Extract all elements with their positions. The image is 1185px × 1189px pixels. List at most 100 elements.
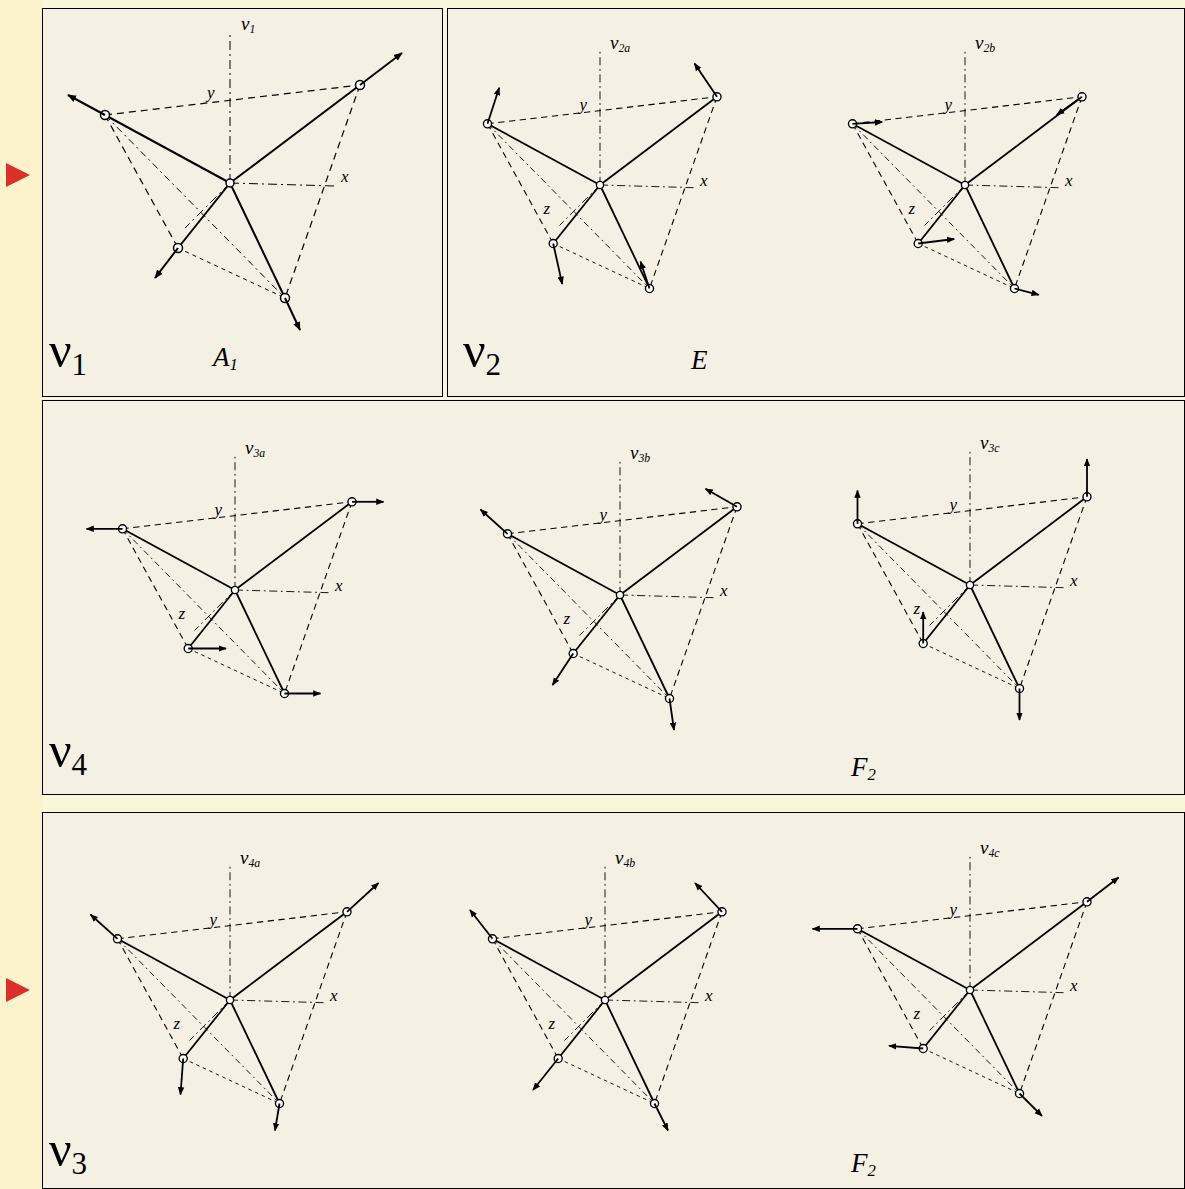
axis-label: y (579, 96, 587, 115)
axis-label: x (1065, 172, 1073, 191)
molecule-a1 (68, 33, 402, 330)
axis-label: y (214, 501, 222, 520)
molecule-e-b-part-part (853, 122, 883, 124)
molecule-e-a (483, 50, 721, 293)
axis-label: z (173, 1015, 180, 1034)
axis-label: y (584, 911, 592, 930)
molecule-f2-c-part-part (1086, 459, 1088, 497)
molecule-f2-c (853, 450, 1091, 720)
molecule-f2-e-part-part (533, 1059, 558, 1091)
molecule-f2-d-part-part (347, 883, 379, 912)
molecule-f2-c-part-part (922, 612, 924, 644)
axis-label: x (720, 582, 728, 601)
symmetry-species: F2 (851, 1149, 876, 1181)
molecule-a1-part-part (68, 95, 105, 115)
vibration-number: ν1 (49, 323, 87, 382)
molecule-f2-a-part-part (86, 528, 122, 530)
pointer-triangle (6, 978, 30, 1002)
molecule-a1-part (68, 53, 402, 330)
axis-label: x (700, 172, 708, 191)
mode-panel: ν2ayzxν2byzxEν2 (447, 8, 1185, 397)
molecule-e-b-part (853, 97, 1083, 295)
molecule-f2-b (481, 460, 742, 730)
mode-label: ν3a (245, 438, 265, 461)
molecule-f2-f (813, 855, 1119, 1116)
molecule-f2-a-part (118, 455, 356, 698)
molecule-f2-e-part-part (655, 1104, 669, 1131)
molecule-f2-f-part (813, 878, 1119, 1117)
molecule-f2-d (90, 865, 378, 1131)
molecule-f2-e (470, 865, 726, 1131)
axis-label: x (1070, 572, 1078, 591)
molecule-f2-d-part-part (275, 1104, 280, 1131)
molecule-a1-part-part (155, 248, 178, 278)
axis-label: x (335, 577, 343, 596)
molecule-f2-a-part (86, 502, 383, 694)
symmetry-species: E (691, 346, 708, 376)
molecule-f2-c-part-part (1019, 689, 1021, 721)
molecule-f2-e-part-part (695, 883, 722, 912)
molecule-f2-f-part-part (1020, 1094, 1043, 1117)
molecule-f2-a-part-part (188, 648, 226, 650)
molecule-f2-f-part-part (889, 1046, 923, 1049)
molecule-f2-e-part (488, 865, 726, 1108)
axis-label: z (563, 610, 570, 629)
axis-label: z (543, 200, 550, 219)
margin-strip (0, 0, 42, 1189)
axis-label: y (207, 84, 215, 103)
molecule-f2-e-part (470, 883, 722, 1131)
axis-label: x (705, 987, 713, 1006)
molecule-f2-b-part-part (553, 654, 574, 686)
pointer-triangle (6, 163, 30, 187)
axis-label: z (548, 1015, 555, 1034)
axis-label: y (209, 911, 217, 930)
molecule-f2-e-part-part (470, 910, 493, 939)
molecule-f2-b-part-part (706, 489, 738, 507)
panel-ground (42, 812, 1185, 1189)
molecule-e-a-part (483, 50, 721, 293)
symmetry-species: F2 (851, 753, 876, 785)
symmetry-species: A1 (213, 343, 238, 375)
axis-label: y (944, 96, 952, 115)
molecule-f2-d-part (113, 865, 351, 1108)
molecule-f2-f-part-part (813, 928, 858, 930)
molecule-f2-c-part-part (857, 491, 859, 524)
axis-label: x (330, 987, 338, 1006)
axis-label: z (908, 200, 915, 219)
axis-label: x (1070, 977, 1078, 996)
molecule-e-a-part-part (641, 262, 650, 289)
molecule-a1-part-part (360, 53, 402, 85)
molecule-f2-b-part (481, 489, 738, 730)
mode-label: ν3c (980, 433, 1000, 456)
mode-panel: ν1yxA1ν1 (42, 8, 443, 397)
molecule-e-b (848, 50, 1086, 295)
molecule-f2-a-part-part (352, 501, 384, 503)
molecule-e-b-part-part (1015, 289, 1039, 295)
vibration-number: ν4 (49, 723, 87, 782)
mode-label: ν1 (241, 14, 255, 37)
axis-label: z (178, 605, 185, 624)
molecule-f2-c-part (853, 450, 1091, 693)
molecule-e-a-part (488, 63, 718, 288)
molecule-f2-c-part (858, 459, 1088, 720)
molecule-f2-a (86, 455, 383, 698)
molecule-e-b-part-part (1057, 97, 1082, 115)
panel-ground (447, 8, 1185, 397)
molecule-e-b-part-part (918, 239, 954, 244)
molecule-a1-part-part (285, 298, 300, 330)
molecule-f2-f-part-part (1087, 878, 1119, 902)
molecule-f2-d-part (90, 883, 378, 1131)
mode-label: ν3b (630, 443, 650, 466)
mode-label: ν4b (615, 848, 635, 871)
axis-label: y (949, 901, 957, 920)
vibration-number: ν2 (463, 323, 501, 382)
molecule-f2-d-part-part (181, 1059, 184, 1095)
axis-label: y (599, 506, 607, 525)
axis-label: z (913, 600, 920, 619)
molecule-f2-d-part-part (90, 915, 117, 939)
panel-ground (42, 400, 1185, 795)
molecule-f2-b-part-part (481, 510, 508, 534)
mode-panel: ν4ayzxν4byzxν4cyzxF2ν3 (42, 812, 1185, 1189)
